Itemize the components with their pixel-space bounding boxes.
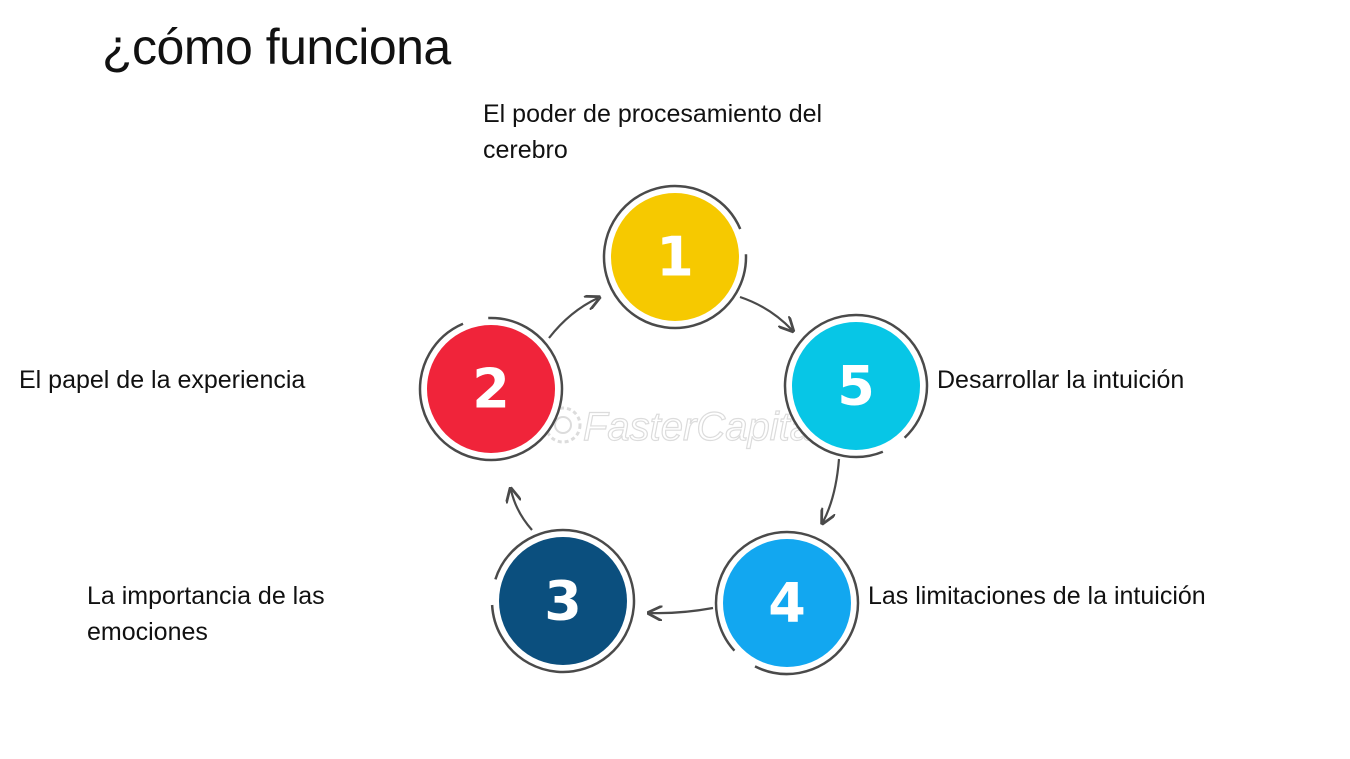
step-label-3: La importancia de las emociones [87,582,325,646]
step-node-5: 5 [783,313,929,459]
watermark-logo: FasterCapital [544,404,823,450]
step-node-3: 3 [490,528,636,674]
arrow-2-to-1 [548,298,598,339]
arrow-5-to-4 [823,458,841,522]
step-label-4: Las limitaciones de la intuición [868,582,1206,610]
page-title: ¿cómo funciona [102,19,451,75]
step-node-2: 2 [418,316,564,462]
step-number-1: 1 [656,226,694,289]
step-number-3: 3 [544,570,582,633]
step-number-2: 2 [472,358,510,421]
step-number-5: 5 [837,355,875,418]
arrow-4-to-3 [650,608,714,613]
step-circle-5 [792,322,920,450]
step-label-1: El poder de procesamiento del cerebro [483,100,823,164]
step-number-4: 4 [768,572,806,635]
step-circle-4 [723,539,851,667]
step-circle-2 [427,325,555,453]
step-circle-3 [499,537,627,665]
arrow-1-to-5 [739,295,792,330]
step-label-5: Desarrollar la intuición [937,366,1185,394]
step-label-2: El papel de la experiencia [19,366,306,394]
step-node-1: 1 [602,184,748,330]
watermark-text: FasterCapital [583,405,822,449]
step-circle-1 [611,193,739,321]
step-node-4: 4 [714,530,860,676]
arrow-3-to-2 [511,490,533,531]
